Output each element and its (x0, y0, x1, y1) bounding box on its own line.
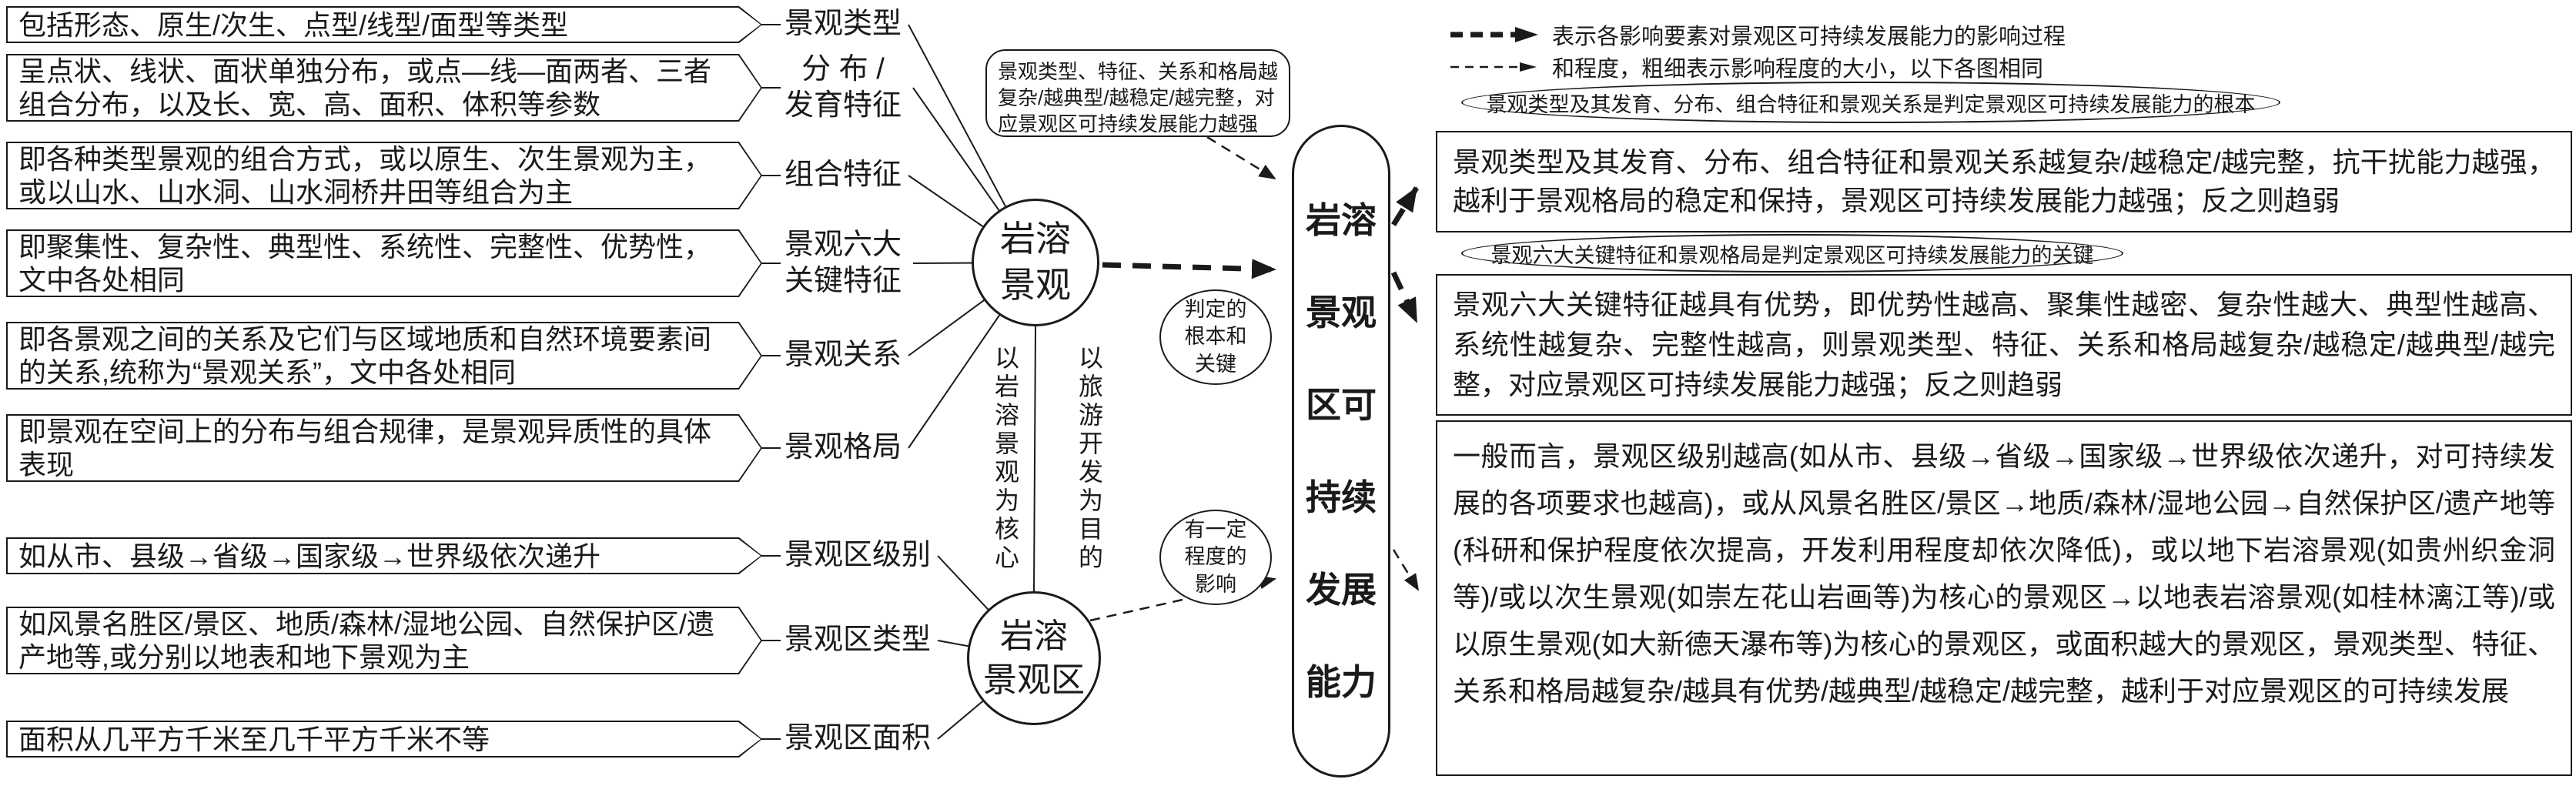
callout-text: 如从市、县级→省级→国家级→世界级依次递升 (18, 540, 601, 572)
callout-six-key-features: 即聚集性、复杂性、典型性、系统性、完整性、优势性，文中各处相同 (6, 229, 762, 297)
karst-landscape-area-circle: 岩溶 景观区 (967, 591, 1101, 725)
callout-text: 即聚集性、复杂性、典型性、系统性、完整性、优势性，文中各处相同 (18, 231, 712, 296)
block-fundamental: 景观类型及其发育、分布、组合特征和景观关系越复杂/越稳定/越完整，抗干扰能力越强… (1436, 131, 2572, 232)
label-area-size: 景观区面积 (784, 722, 931, 755)
callout-landscape-pattern: 即景观在空间上的分布与组合规律，是景观异质性的具体表现 (6, 414, 762, 482)
legend-text: 和程度，粗细表示影响程度的大小，以下各图相同 (1552, 57, 2044, 82)
callout-area-type: 如风景名胜区/景区、地质/森林/湿地公园、自然保护区/遗产地等,或分别以地表和地… (6, 607, 762, 674)
callout-text: 即各种类型景观的组合方式，或以原生、次生景观为主，或以山水、山水洞、山水洞桥井田… (18, 143, 712, 208)
thin-dashed-arrow-icon (1450, 62, 1537, 72)
callout-text: 即各景观之间的关系及它们与区域地质和自然环境要素间的关系,统称为“景观关系”，文… (18, 323, 712, 388)
label-landscape-relations: 景观关系 (784, 339, 902, 372)
callout-landscape-relations: 即各景观之间的关系及它们与区域地质和自然环境要素间的关系,统称为“景观关系”，文… (6, 322, 762, 390)
arrow-label-certain-influence: 有一定 程度的 影响 (1159, 510, 1272, 605)
vertical-note-core: 以岩溶景观为核心 (992, 345, 1019, 573)
callout-area-level: 如从市、县级→省级→国家级→世界级依次递升 (6, 537, 762, 574)
label-six-key-features: 景观六大 关键特征 (784, 228, 902, 298)
legend: 表示各影响要素对景观区可持续发展能力的影响过程 和程度，粗细表示影响程度的大小，… (1449, 20, 2066, 82)
legend-row-degree: 和程度，粗细表示影响程度的大小，以下各图相同 (1449, 52, 2066, 82)
label-area-type: 景观区类型 (784, 624, 931, 657)
label-landscape-type: 景观类型 (784, 8, 902, 41)
callout-distribution-features: 呈点状、线状、面状单独分布，或点—线—面两者、三者组合分布，以及长、宽、高、面积… (6, 54, 762, 122)
thick-influence-arrows (1102, 186, 1420, 323)
block-general: 一般而言，景观区级别越高(如从市、县级→省级→国家级→世界级依次递升，对可持续发… (1436, 420, 2572, 776)
label-landscape-pattern: 景观格局 (784, 431, 902, 464)
callout-text: 呈点状、线状、面状单独分布，或点—线—面两者、三者组合分布，以及长、宽、高、面积… (18, 55, 712, 120)
callout-area-size: 面积从几平方千米至几千平方千米不等 (6, 721, 762, 758)
vertical-note-purpose: 以旅游开发为目的 (1076, 345, 1103, 573)
ellipse-fundamental-statement: 景观类型及其发育、分布、组合特征和景观关系是判定景观区可持续发展能力的根本 (1461, 82, 2280, 123)
arrow-label-fundamental-key: 判定的 根本和 关键 (1159, 289, 1272, 385)
label-distribution-features: 分 布 / 发育特征 (784, 52, 902, 122)
callout-combination-features: 即各种类型景观的组合方式，或以原生、次生景观为主，或以山水、山水洞、山水洞桥井田… (6, 142, 762, 209)
callout-text: 即景观在空间上的分布与组合规律，是景观异质性的具体表现 (18, 416, 712, 480)
top-note-box: 景观类型、特征、关系和格局越 复杂/越典型/越稳定/越完整，对 应景观区可持续发… (985, 49, 1290, 137)
block-key: 景观六大关键特征越具有优势，即优势性越高、聚集性越密、复杂性越大、典型性越高、系… (1436, 274, 2572, 416)
sustainable-capability-capsule: 岩溶 景观 区可 持续 发展 能力 (1292, 125, 1390, 778)
callout-landscape-type: 包括形态、原生/次生、点型/线型/面型等类型 (6, 6, 762, 43)
karst-landscape-circle: 岩溶 景观 (972, 199, 1099, 326)
callout-text: 包括形态、原生/次生、点型/线型/面型等类型 (18, 8, 569, 41)
legend-text: 表示各影响要素对景观区可持续发展能力的影响过程 (1552, 25, 2066, 49)
label-combination-features: 组合特征 (784, 159, 902, 192)
callout-text: 如风景名胜区/景区、地质/森林/湿地公园、自然保护区/遗产地等,或分别以地表和地… (18, 608, 715, 673)
label-area-level: 景观区级别 (784, 539, 931, 572)
ellipse-key-statement: 景观六大关键特征和景观格局是判定景观区可持续发展能力的关键 (1461, 234, 2123, 273)
legend-row-process: 表示各影响要素对景观区可持续发展能力的影响过程 (1449, 20, 2066, 49)
callout-text: 面积从几平方千米至几千平方千米不等 (18, 723, 490, 755)
thick-dashed-arrow-icon (1450, 27, 1538, 42)
